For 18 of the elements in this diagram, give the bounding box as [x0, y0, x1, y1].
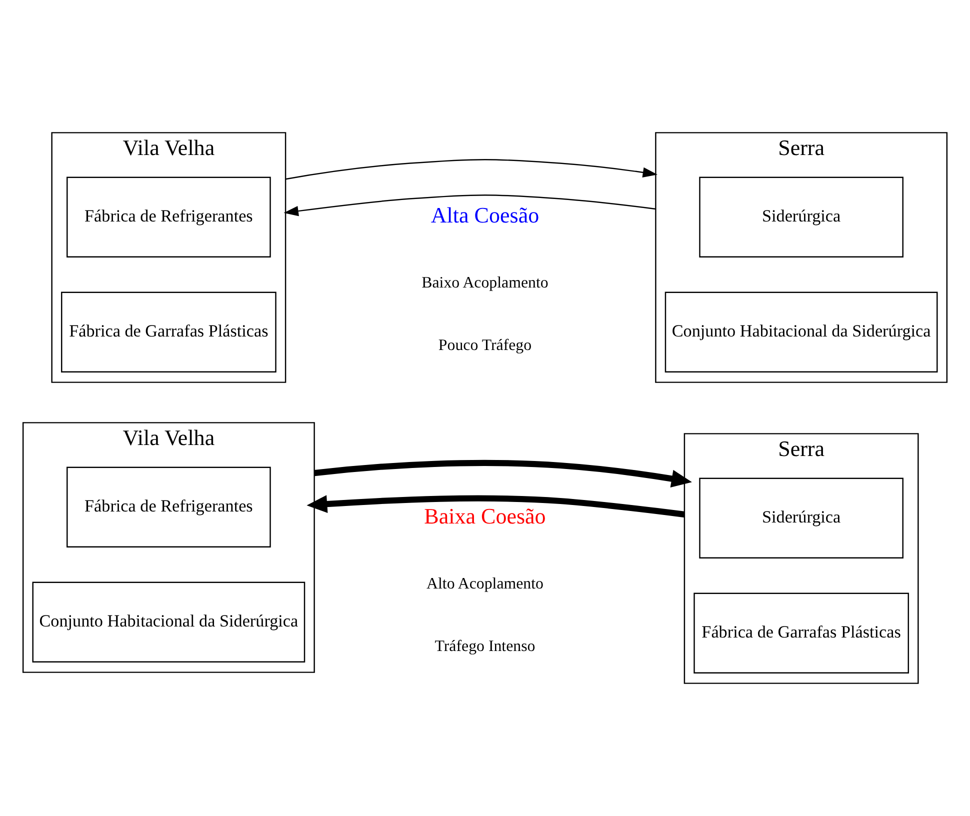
arrow: [285, 158, 658, 180]
arrow: [306, 495, 685, 518]
node-box: Fábrica de Refrigerantes: [66, 466, 271, 548]
label: Alto Acoplamento: [426, 575, 544, 592]
label: Tráfego Intenso: [434, 638, 536, 655]
node-box: Fábrica de Garrafas Plásticas: [61, 292, 276, 373]
label: Pouco Tráfego: [438, 336, 532, 354]
node-box: Conjunto Habitacional da Siderúrgica: [32, 582, 306, 663]
label: Alta Coesão: [430, 202, 540, 228]
arrow: [314, 460, 692, 488]
node-box: Fábrica de Refrigerantes: [66, 176, 271, 258]
label: Baixa Coesão: [424, 504, 546, 529]
arrow: [284, 194, 656, 216]
node-box: Siderúrgica: [699, 478, 904, 558]
node-box: Conjunto Habitacional da Siderúrgica: [664, 292, 938, 373]
node-box: Siderúrgica: [699, 176, 904, 258]
label: Baixo Acoplamento: [422, 274, 548, 292]
node-box: Fábrica de Garrafas Plásticas: [694, 592, 909, 674]
